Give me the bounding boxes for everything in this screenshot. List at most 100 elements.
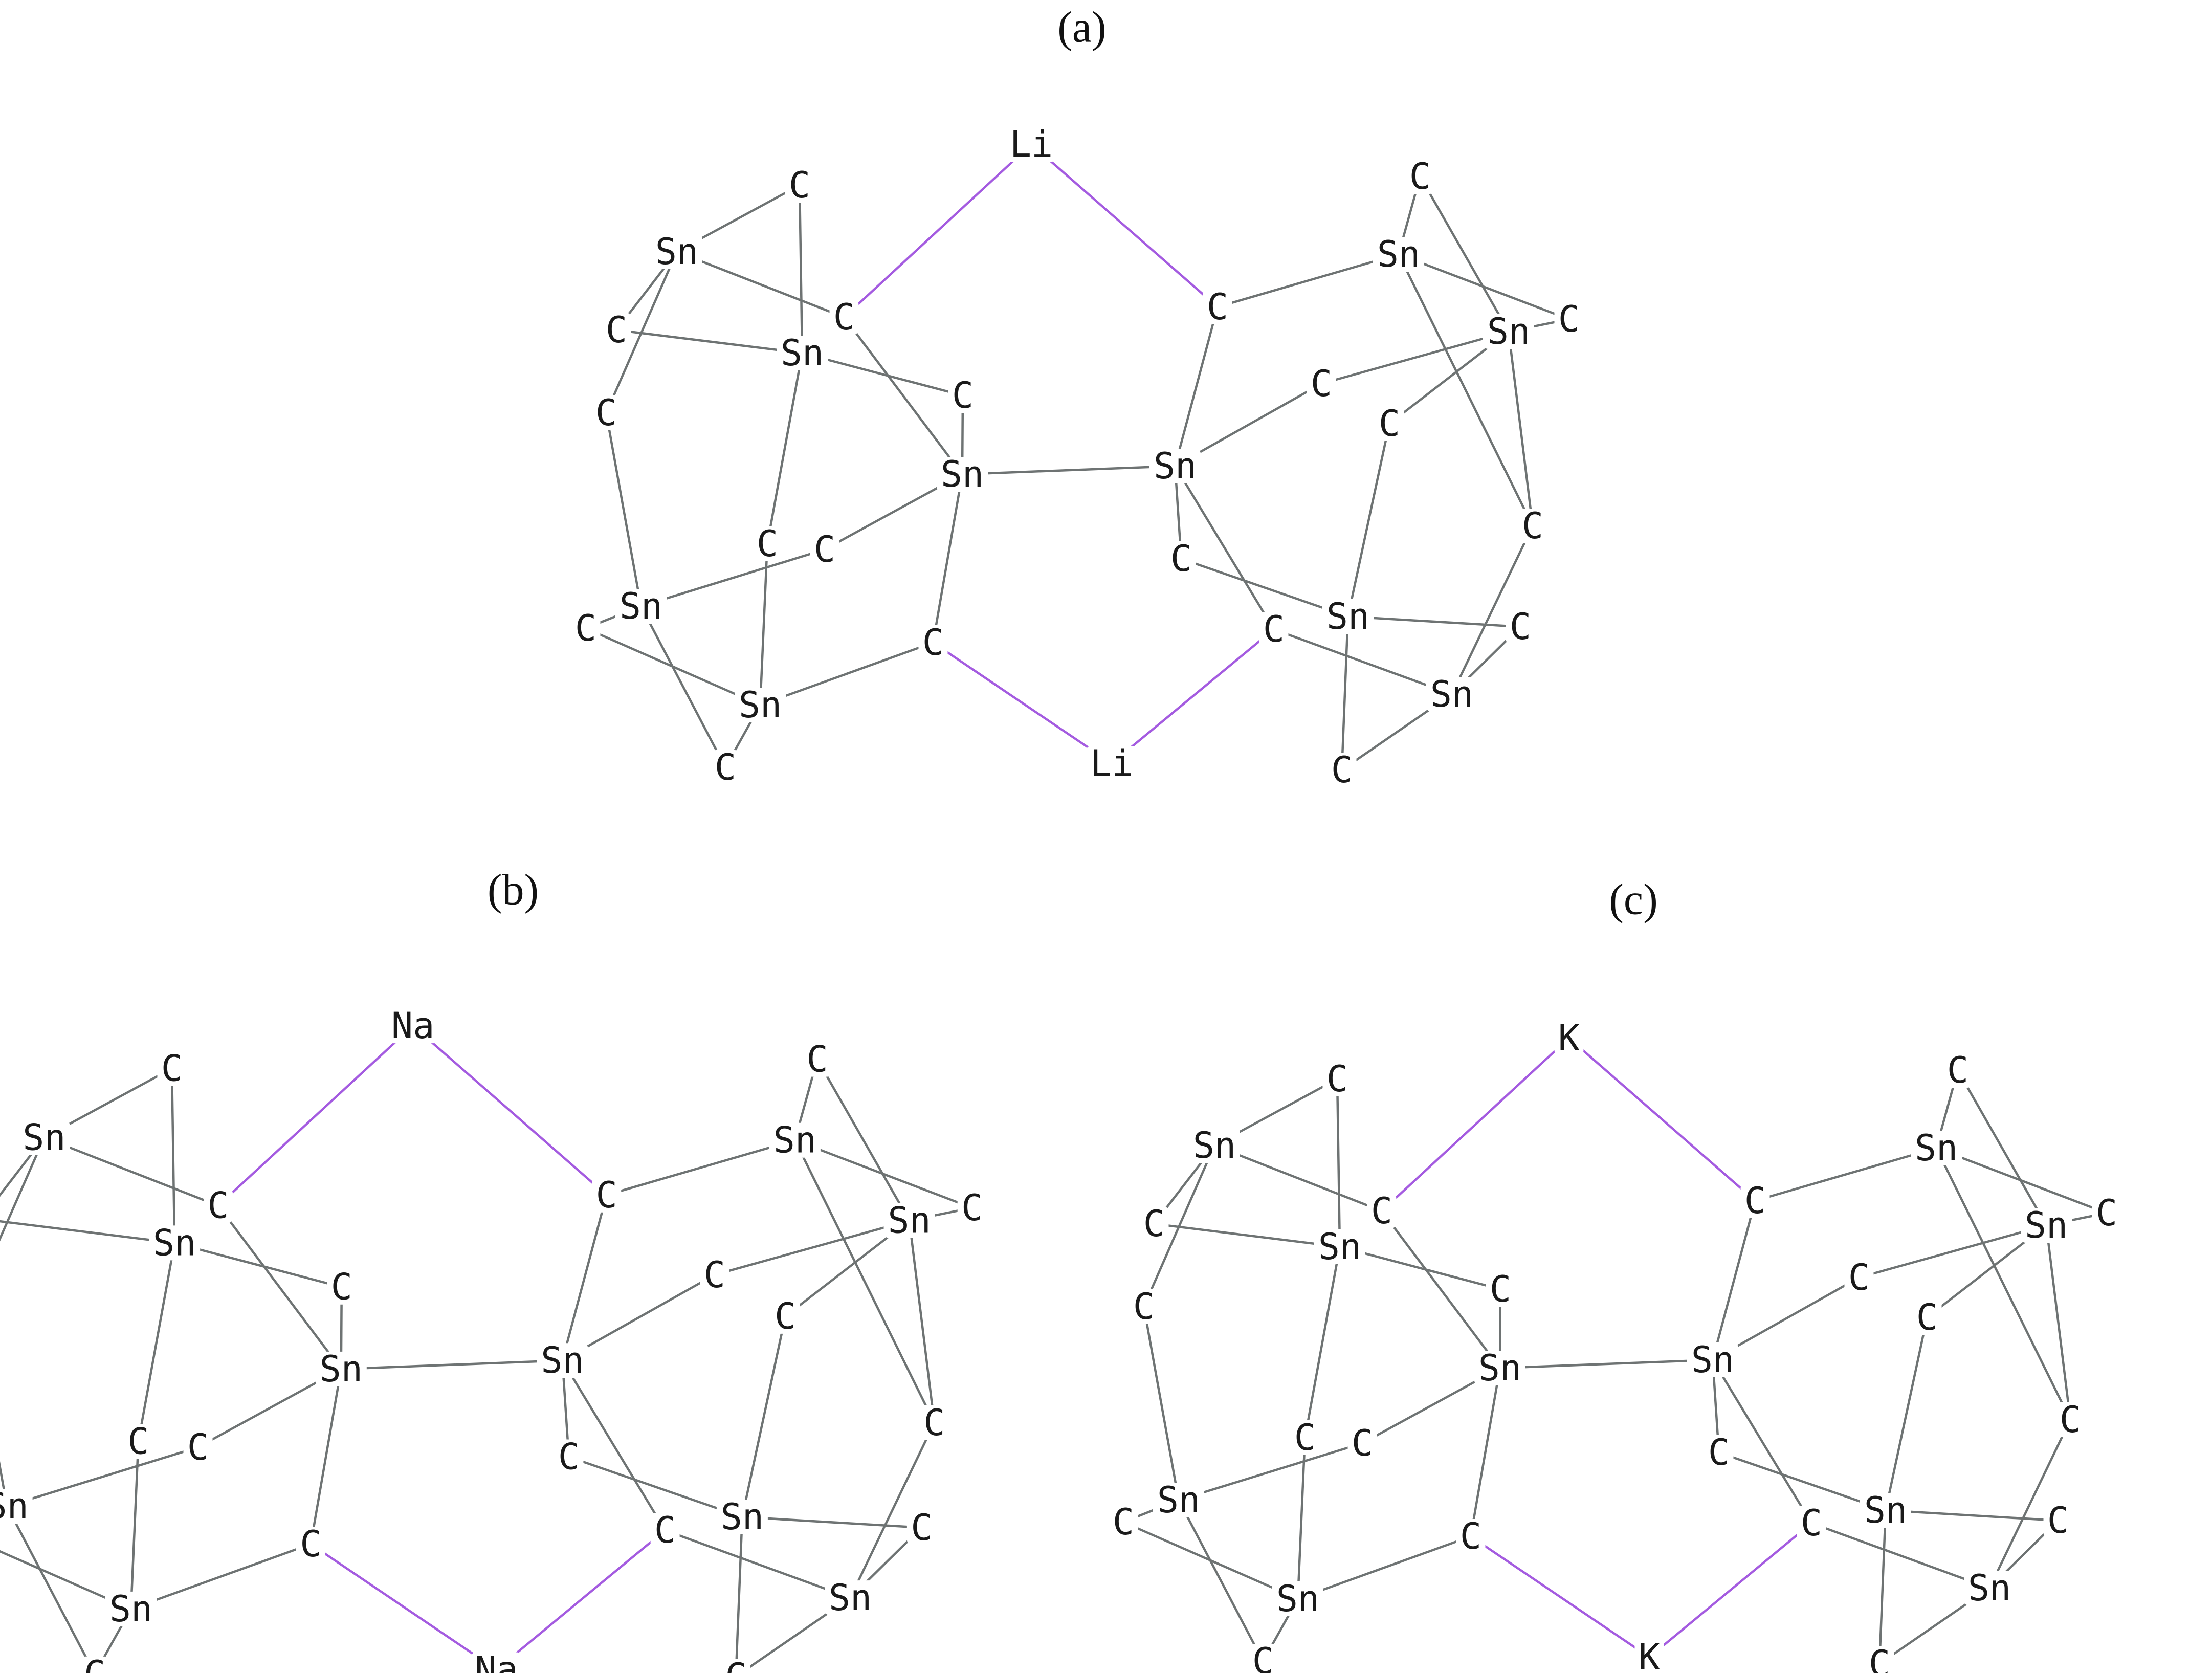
atom-label-bg <box>105 1591 157 1626</box>
panel-label-c: (c) <box>1609 875 1657 924</box>
bond <box>567 1456 744 1518</box>
bond <box>1153 1222 1341 1248</box>
atom-label: C <box>127 1420 149 1462</box>
atom-c: C <box>906 1507 936 1549</box>
atom-label-bg <box>1740 1183 1770 1218</box>
atom-c: C <box>1307 363 1336 405</box>
panel-label-b: (b) <box>488 865 539 914</box>
bond <box>1380 1209 1501 1370</box>
atom-label-bg <box>829 300 859 335</box>
atom-label-bg <box>315 1351 367 1386</box>
atom-label: Sn <box>320 1348 363 1390</box>
atom-c: C <box>124 1420 153 1462</box>
atom-label-bg <box>1964 1571 2015 1605</box>
atom-label: Sn <box>0 1485 29 1527</box>
atom-metal: K <box>1554 1017 1584 1059</box>
bond <box>1956 1069 2048 1227</box>
metal-bond <box>1648 1522 1813 1659</box>
atom-label: C <box>1311 363 1332 405</box>
atom-label: C <box>1113 1501 1134 1543</box>
atom-label-bg <box>906 1510 936 1545</box>
metal-bond <box>309 1543 498 1671</box>
atom-label: Sn <box>1157 1479 1200 1521</box>
bond <box>639 548 826 608</box>
atom-sn: Sn <box>1426 673 1477 715</box>
atom-label: C <box>952 375 974 416</box>
atom-c: C <box>296 1523 325 1565</box>
atom-sn: Sn <box>1153 1479 1204 1521</box>
atom-label-bg <box>1314 1229 1365 1264</box>
bond <box>1174 305 1219 468</box>
atom-sn: Sn <box>1483 311 1534 353</box>
atom-label: C <box>2060 1399 2081 1441</box>
atom-label-bg <box>803 1042 832 1077</box>
bond <box>1174 465 1275 631</box>
bond <box>1754 1147 1938 1202</box>
atom-label-bg <box>1844 1260 1874 1295</box>
atom-sn: Sn <box>537 1339 588 1381</box>
bond <box>340 1359 564 1371</box>
atom-label: C <box>789 164 810 206</box>
atom-label-bg <box>1129 1289 1159 1324</box>
atom-label-bg <box>1486 1272 1515 1307</box>
atom-label: C <box>1460 1515 1481 1557</box>
atom-sn: Sn <box>105 1588 157 1630</box>
bond <box>1857 1224 2048 1279</box>
atom-label-bg <box>948 378 978 413</box>
atom-label-bg <box>769 1122 821 1158</box>
atom-label: K <box>1558 1017 1580 1059</box>
bond <box>1884 1509 2060 1522</box>
bond <box>741 1515 923 1529</box>
atom-label-bg <box>1865 1646 1894 1673</box>
atom-c: C <box>1109 1501 1138 1543</box>
atom-layer: NaNaSnSnSnSnSnSnSnSnSnSnCCCCCCCCCCCCCCCC… <box>0 1005 987 1673</box>
atom-sn: Sn <box>716 1496 768 1538</box>
atom-label: Sn <box>888 1200 931 1242</box>
atom-label-bg <box>554 1439 584 1474</box>
metal-bond <box>411 1024 608 1197</box>
atom-c: C <box>157 1047 187 1089</box>
bond <box>217 1204 343 1371</box>
atom-label-bg <box>1149 449 1201 483</box>
atom-label: C <box>961 1187 983 1229</box>
atom-c: C <box>700 1254 729 1296</box>
atom-label-bg <box>1634 1640 1664 1673</box>
atom-c: C <box>1943 1049 1973 1091</box>
atom-label-bg <box>711 750 740 785</box>
atom-label: Sn <box>153 1222 196 1264</box>
atom-label: C <box>1207 286 1228 328</box>
atom-label: C <box>331 1266 352 1308</box>
bond <box>1122 1521 1299 1600</box>
bond <box>137 1242 176 1443</box>
bond <box>843 316 964 476</box>
atom-label: C <box>923 1402 945 1444</box>
atom-label: Sn <box>1193 1125 1236 1166</box>
atom-label-bg <box>785 168 814 203</box>
atom-c: C <box>1347 1422 1377 1464</box>
atom-c: C <box>957 1187 987 1229</box>
atom-sn: Sn <box>18 1117 70 1159</box>
atom-label-bg <box>1506 609 1535 644</box>
atom-c: C <box>1704 1432 1734 1473</box>
atom-c: C <box>1139 1203 1169 1245</box>
atom-label-bg <box>296 1527 325 1561</box>
atom-c: C <box>711 746 740 788</box>
atom-label: Sn <box>1154 445 1197 487</box>
bond <box>173 1242 343 1288</box>
atom-label-bg <box>735 688 786 722</box>
atom-label-bg <box>571 611 601 646</box>
atom-label: C <box>715 746 736 788</box>
atom-label-bg <box>1139 1206 1169 1241</box>
metal-bond <box>843 143 1033 319</box>
atom-c: C <box>810 529 839 570</box>
bond <box>1296 1535 1472 1600</box>
atom-label: Sn <box>773 1119 816 1161</box>
atom-sn: Sn <box>1189 1125 1240 1166</box>
atom-label-bg <box>770 1298 800 1334</box>
bond <box>816 1058 911 1222</box>
bond <box>1272 628 1453 696</box>
atom-label-bg <box>2092 1196 2121 1230</box>
atom-label-bg <box>157 1051 187 1086</box>
atom-label-bg <box>650 1513 680 1548</box>
